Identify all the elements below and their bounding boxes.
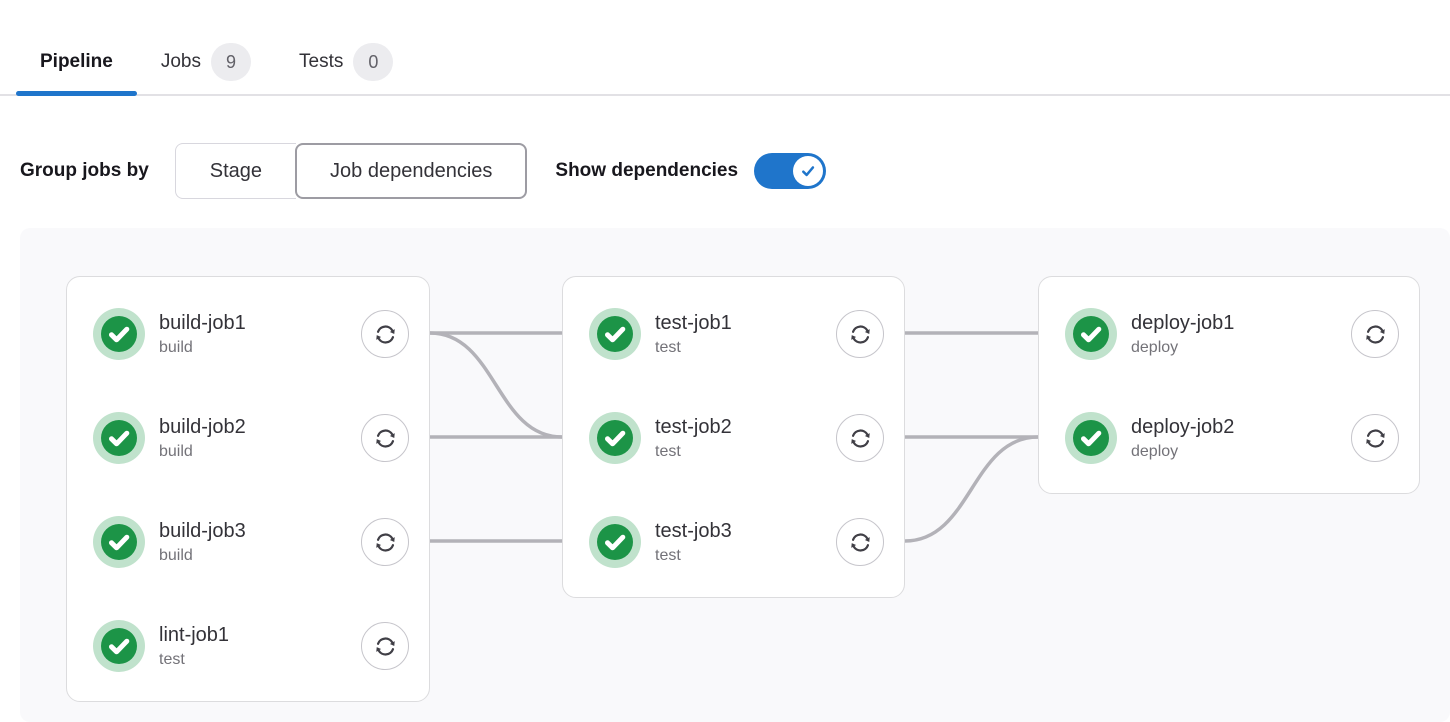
- status-success-icon: [93, 620, 145, 672]
- dependency-link: [904, 435, 1039, 543]
- job-meta: test-job3 test: [655, 518, 732, 566]
- pipeline-tab-bar: Pipeline Jobs 9 Tests 0: [0, 0, 1450, 96]
- group-by-job-dependencies-button[interactable]: Job dependencies: [295, 143, 528, 199]
- job-group-build: build-job1 build build-job2 build: [66, 276, 430, 702]
- job-stage: deploy: [1131, 443, 1179, 460]
- retry-icon: [375, 636, 395, 656]
- job-link[interactable]: test-job3 test: [589, 516, 824, 568]
- graph-controls: Group jobs by Stage Job dependencies Sho…: [20, 143, 1430, 199]
- job-name: deploy-job2: [1131, 416, 1235, 438]
- job-meta: lint-job1 test: [159, 622, 229, 670]
- job-name: deploy-job1: [1131, 312, 1235, 334]
- retry-icon: [1365, 324, 1385, 344]
- job-link[interactable]: build-job2 build: [93, 412, 349, 464]
- status-success-icon: [1065, 308, 1117, 360]
- job-stage: build: [159, 443, 193, 460]
- retry-icon: [1365, 428, 1385, 448]
- job-link[interactable]: test-job1 test: [589, 308, 824, 360]
- job-meta: build-job2 build: [159, 414, 246, 462]
- retry-icon: [850, 428, 870, 448]
- job-link[interactable]: build-job1 build: [93, 308, 349, 360]
- job-stage: test: [159, 651, 185, 668]
- job-stage: build: [159, 339, 193, 356]
- job-row: test-job2 test: [563, 386, 904, 490]
- check-icon: [802, 166, 815, 177]
- tab-tests[interactable]: Tests 0: [275, 30, 417, 94]
- job-row: deploy-job2 deploy: [1039, 386, 1419, 490]
- job-stage: test: [655, 547, 681, 564]
- job-name: test-job3: [655, 520, 732, 542]
- job-link[interactable]: test-job2 test: [589, 412, 824, 464]
- job-name: lint-job1: [159, 624, 230, 646]
- job-group-test: test-job1 test test-job2 test: [562, 276, 905, 598]
- tab-jobs[interactable]: Jobs 9: [137, 30, 275, 94]
- tab-pipeline[interactable]: Pipeline: [16, 30, 137, 96]
- tests-count-badge: 0: [353, 43, 394, 81]
- job-row: build-job2 build: [67, 386, 429, 490]
- status-success-icon: [589, 516, 641, 568]
- job-row: deploy-job1 deploy: [1039, 282, 1419, 386]
- job-link[interactable]: lint-job1 test: [93, 620, 349, 672]
- retry-icon: [375, 428, 395, 448]
- retry-icon: [850, 324, 870, 344]
- job-row: test-job3 test: [563, 490, 904, 594]
- job-group-deploy: deploy-job1 deploy deploy-job2 deploy: [1038, 276, 1420, 494]
- job-meta: deploy-job2 deploy: [1131, 414, 1234, 462]
- retry-job-button[interactable]: [1351, 310, 1399, 358]
- status-success-icon: [1065, 412, 1117, 464]
- group-by-stage-button[interactable]: Stage: [174, 143, 297, 199]
- tab-tests-label: Tests: [299, 51, 344, 72]
- job-row: test-job1 test: [563, 282, 904, 386]
- job-name: build-job3: [159, 520, 246, 542]
- job-name: test-job1: [655, 312, 732, 334]
- job-name: build-job2: [159, 416, 246, 438]
- toggle-knob: [793, 156, 824, 186]
- job-row: build-job1 build: [67, 282, 429, 386]
- pipeline-graph: build-job1 build build-job2 build: [20, 228, 1450, 722]
- retry-job-button[interactable]: [836, 414, 884, 462]
- status-success-icon: [93, 516, 145, 568]
- job-link[interactable]: deploy-job2 deploy: [1065, 412, 1339, 464]
- job-stage: build: [159, 547, 193, 564]
- job-meta: build-job1 build: [159, 310, 246, 358]
- status-success-icon: [93, 412, 145, 464]
- job-name: build-job1: [159, 312, 246, 334]
- dependency-link: [429, 331, 563, 439]
- status-success-icon: [589, 412, 641, 464]
- show-dependencies-label: Show dependencies: [555, 160, 739, 181]
- retry-job-button[interactable]: [361, 310, 409, 358]
- status-success-icon: [93, 308, 145, 360]
- jobs-count-badge: 9: [211, 43, 251, 81]
- job-meta: build-job3 build: [159, 518, 246, 566]
- job-link[interactable]: deploy-job1 deploy: [1065, 308, 1339, 360]
- job-link[interactable]: build-job3 build: [93, 516, 349, 568]
- group-jobs-by-label: Group jobs by: [20, 160, 149, 181]
- job-row: lint-job1 test: [67, 594, 429, 698]
- retry-icon: [375, 324, 395, 344]
- job-stage: deploy: [1131, 339, 1179, 356]
- retry-job-button[interactable]: [836, 518, 884, 566]
- job-name: test-job2: [655, 416, 732, 438]
- job-stage: test: [655, 339, 681, 356]
- job-meta: test-job2 test: [655, 414, 732, 462]
- job-meta: deploy-job1 deploy: [1131, 310, 1234, 358]
- retry-icon: [375, 532, 395, 552]
- job-stage: test: [655, 443, 681, 460]
- group-jobs-segmented-control: Stage Job dependencies: [174, 143, 528, 199]
- tab-pipeline-label: Pipeline: [40, 51, 113, 72]
- retry-icon: [850, 532, 870, 552]
- retry-job-button[interactable]: [361, 518, 409, 566]
- job-meta: test-job1 test: [655, 310, 732, 358]
- tab-jobs-label: Jobs: [160, 51, 201, 72]
- retry-job-button[interactable]: [361, 414, 409, 462]
- job-row: build-job3 build: [67, 490, 429, 594]
- retry-job-button[interactable]: [1351, 414, 1399, 462]
- retry-job-button[interactable]: [361, 622, 409, 670]
- retry-job-button[interactable]: [836, 310, 884, 358]
- status-success-icon: [589, 308, 641, 360]
- show-dependencies-toggle[interactable]: [754, 153, 827, 189]
